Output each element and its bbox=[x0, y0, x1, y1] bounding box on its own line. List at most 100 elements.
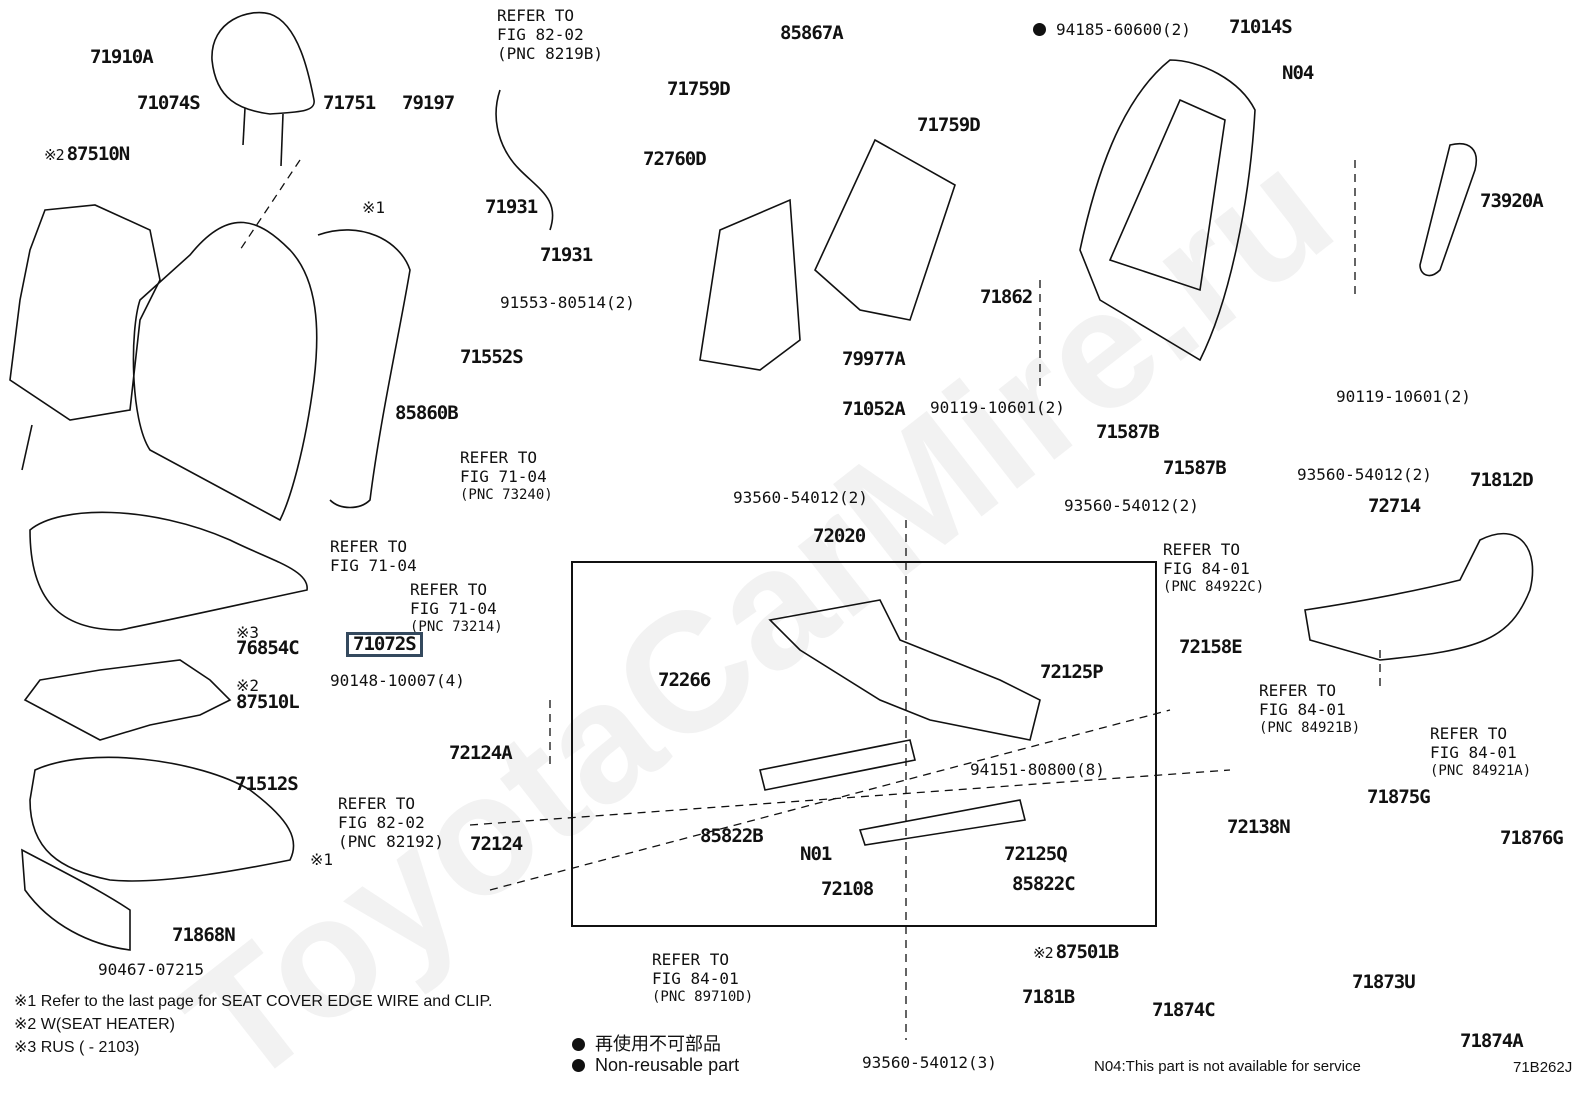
part-label-85867A[interactable]: 85867A bbox=[780, 22, 844, 44]
part-label-71862[interactable]: 71862 bbox=[980, 286, 1033, 308]
part-label-71552S[interactable]: 71552S bbox=[460, 346, 524, 368]
lumbar-support-drawing bbox=[699, 198, 801, 371]
ref-line: REFER TO bbox=[410, 580, 488, 599]
part-label-72020[interactable]: 72020 bbox=[813, 525, 866, 547]
part-label-94185-60600[interactable]: 94185-60600(2) bbox=[1033, 22, 1191, 38]
part-label-71875G[interactable]: 71875G bbox=[1367, 786, 1431, 808]
part-label-93560-54012-mid[interactable]: 93560-54012(2) bbox=[1064, 496, 1199, 515]
part-label-85822C[interactable]: 85822C bbox=[1012, 873, 1076, 895]
note-mark-2-cushion: ※2 bbox=[236, 676, 260, 695]
part-label-90467-07215[interactable]: 90467-07215 bbox=[98, 960, 204, 979]
part-label-93560-54012-upper[interactable]: 93560-54012(2) bbox=[1297, 465, 1432, 484]
seat-heater-cushion-drawing bbox=[23, 659, 232, 741]
part-label-71931-lower[interactable]: 71931 bbox=[540, 244, 593, 266]
ref-fig: FIG 84-01 bbox=[1430, 743, 1517, 762]
part-label-72125Q[interactable]: 72125Q bbox=[1004, 843, 1068, 865]
part-label-71072S-selected[interactable]: 71072S bbox=[346, 632, 423, 657]
ref-pnc: (PNC 8219B) bbox=[497, 44, 603, 63]
part-label-94151-80800[interactable]: 94151-80800(8) bbox=[970, 760, 1105, 779]
part-label-79197[interactable]: 79197 bbox=[402, 92, 455, 114]
part-label-90119-10601-left[interactable]: 90119-10601(2) bbox=[930, 398, 1065, 417]
part-label-71876G[interactable]: 71876G bbox=[1500, 827, 1564, 849]
note-mark-2: ※2 bbox=[1033, 944, 1054, 962]
legend-text: 再使用不可部品 bbox=[595, 1034, 721, 1054]
part-label-76854C[interactable]: 76854C bbox=[236, 637, 300, 659]
part-label-71751[interactable]: 71751 bbox=[323, 92, 376, 114]
ref-line: REFER TO bbox=[460, 448, 538, 467]
seatback-pad-drawing bbox=[132, 221, 411, 522]
footnote-2: ※2 W(SEAT HEATER) bbox=[14, 1016, 175, 1033]
part-label-71910A[interactable]: 71910A bbox=[90, 46, 154, 68]
part-label-71052A[interactable]: 71052A bbox=[842, 398, 906, 420]
part-label-90119-10601-right[interactable]: 90119-10601(2) bbox=[1336, 387, 1471, 406]
part-label-71759D[interactable]: 71759D bbox=[667, 78, 731, 100]
part-label-72714[interactable]: 72714 bbox=[1368, 495, 1421, 517]
part-label-71587B-lower[interactable]: 71587B bbox=[1163, 457, 1227, 479]
footnote-3: ※3 RUS ( - 2103) bbox=[14, 1039, 140, 1056]
legend-text: Non-reusable part bbox=[595, 1055, 740, 1075]
part-label-72124A[interactable]: 72124A bbox=[449, 742, 513, 764]
part-label-71868N[interactable]: 71868N bbox=[172, 924, 236, 946]
part-label-90148-10007[interactable]: 90148-10007(4) bbox=[330, 671, 465, 690]
service-note: N04:This part is not available for servi… bbox=[1094, 1058, 1361, 1075]
part-label-72108[interactable]: 72108 bbox=[821, 878, 874, 900]
ref-pnc: (PNC 84922C) bbox=[1163, 579, 1265, 595]
seat-adjuster-group-box bbox=[571, 561, 1157, 927]
part-label-71074S[interactable]: 71074S bbox=[137, 92, 201, 114]
part-label-85822B[interactable]: 85822B bbox=[700, 825, 764, 847]
part-label-7181B[interactable]: 7181B bbox=[1022, 986, 1075, 1008]
ref-pnc: (PNC 73240) bbox=[460, 487, 553, 503]
part-label-72158E[interactable]: 72158E bbox=[1179, 636, 1243, 658]
part-label-71512S[interactable]: 71512S bbox=[235, 773, 299, 795]
headrest-drawing bbox=[211, 11, 315, 167]
part-label-72760D[interactable]: 72760D bbox=[643, 148, 707, 170]
part-label-93560-54012-bottom[interactable]: 93560-54012(3) bbox=[862, 1053, 997, 1072]
seat-frame-drawing bbox=[768, 599, 1041, 741]
ref-line: REFER TO bbox=[1163, 540, 1241, 559]
part-label-72266[interactable]: 72266 bbox=[658, 669, 711, 691]
part-label-93560-54012-frame[interactable]: 93560-54012(2) bbox=[733, 488, 868, 507]
part-label-87510L[interactable]: 87510L bbox=[236, 691, 300, 713]
part-label-73920A[interactable]: 73920A bbox=[1480, 190, 1544, 212]
part-label-N04[interactable]: N04 bbox=[1282, 62, 1314, 84]
part-label-71931[interactable]: 71931 bbox=[485, 196, 538, 218]
harness-drawing bbox=[495, 89, 554, 231]
part-label-N01[interactable]: N01 bbox=[800, 843, 832, 865]
part-label-71874C[interactable]: 71874C bbox=[1152, 999, 1216, 1021]
part-label-72124[interactable]: 72124 bbox=[470, 833, 523, 855]
part-label-72138N[interactable]: 72138N bbox=[1227, 816, 1291, 838]
part-label-71873U[interactable]: 71873U bbox=[1352, 971, 1416, 993]
part-number: 87501B bbox=[1055, 941, 1120, 963]
part-label-91553-80514[interactable]: 91553-80514(2) bbox=[500, 293, 635, 312]
ref-line: REFER TO bbox=[1430, 724, 1508, 743]
part-label-71874A[interactable]: 71874A bbox=[1460, 1030, 1524, 1052]
legend-non-reusable-en: Non-reusable part bbox=[572, 1055, 739, 1076]
side-airbag-drawing bbox=[1419, 143, 1477, 277]
seat-heater-back-drawing bbox=[9, 204, 161, 421]
note-mark-1-cushion: ※1 bbox=[310, 850, 334, 869]
part-label-72125P[interactable]: 72125P bbox=[1040, 661, 1104, 683]
part-label-71759D-lower[interactable]: 71759D bbox=[917, 114, 981, 136]
part-label-71812D[interactable]: 71812D bbox=[1470, 469, 1534, 491]
note-mark-1: ※1 bbox=[362, 198, 386, 217]
part-number: 87510N bbox=[66, 143, 131, 165]
part-label-79977A[interactable]: 79977A bbox=[842, 348, 906, 370]
non-reusable-dot-icon bbox=[1033, 23, 1046, 36]
non-reusable-dot-icon bbox=[572, 1059, 585, 1072]
part-label-85860B[interactable]: 85860B bbox=[395, 402, 459, 424]
part-label-71587B[interactable]: 71587B bbox=[1096, 421, 1160, 443]
non-reusable-dot-icon bbox=[572, 1038, 585, 1051]
part-label-71014S[interactable]: 71014S bbox=[1229, 16, 1293, 38]
